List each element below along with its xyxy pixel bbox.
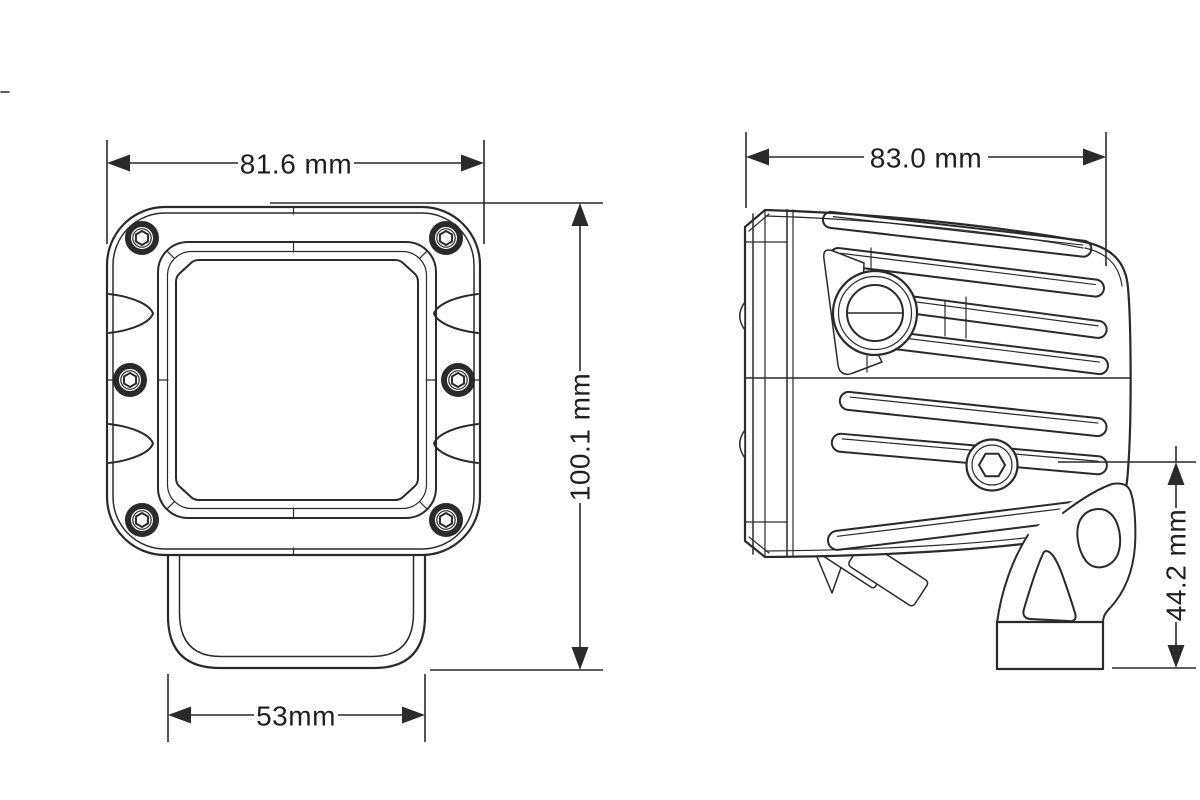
dimension-label-bracket-width: 53mm — [256, 701, 336, 732]
arrow-left-icon — [107, 154, 130, 172]
front-lens — [157, 241, 437, 519]
cooling-fin — [433, 423, 479, 464]
arrow-left-icon — [746, 148, 769, 166]
fin-bump — [739, 301, 746, 331]
dimension-label-front-height: 100.1 mm — [565, 373, 596, 502]
arrow-up-icon — [571, 203, 589, 226]
bracket-cutout — [1022, 550, 1077, 623]
arrow-up-icon — [1167, 462, 1185, 485]
hex-screw-icon — [113, 363, 147, 397]
dimension-front-width: 81.6 mm — [106, 140, 485, 244]
front-screws — [113, 221, 475, 537]
dimension-label-front-width: 81.6 mm — [240, 149, 352, 180]
dimension-side-depth: 83.0 mm — [745, 132, 1107, 266]
arrow-right-icon — [1083, 148, 1106, 166]
side-mounting-bracket — [995, 482, 1137, 671]
dimension-front-height: 100.1 mm — [270, 202, 603, 671]
front-view — [105, 205, 482, 670]
front-side-fins — [108, 293, 479, 464]
front-mounting-bracket — [166, 546, 427, 670]
hex-screw-icon — [125, 503, 159, 537]
bracket-slot-hole — [1076, 508, 1122, 569]
fin-bump — [739, 429, 746, 459]
hex-screw-icon — [429, 503, 463, 537]
hex-screw-icon — [125, 221, 159, 255]
cooling-fin — [433, 293, 479, 334]
side-view — [739, 208, 1137, 671]
heatsink-fin — [838, 390, 1108, 438]
arrow-down-icon — [1167, 645, 1185, 668]
dimension-label-bracket-height: 44.2 mm — [1161, 509, 1192, 621]
cooling-fin — [108, 423, 154, 464]
heatsink-fin — [821, 210, 1093, 258]
adjustment-knob — [823, 247, 967, 376]
dimension-bracket-height: 44.2 mm — [1058, 446, 1196, 669]
hex-screw-icon — [441, 363, 475, 397]
dimension-label-side-depth: 83.0 mm — [870, 143, 982, 174]
arrow-left-icon — [168, 706, 191, 724]
hex-bolt-icon — [965, 438, 1019, 492]
arrow-right-icon — [461, 154, 484, 172]
cooling-fin — [108, 293, 154, 334]
bracket-foot — [995, 620, 1105, 671]
arrow-right-icon — [402, 706, 425, 724]
arrow-down-icon — [571, 647, 589, 670]
dimension-bracket-width: 53mm — [167, 674, 426, 742]
hex-screw-icon — [429, 221, 463, 255]
